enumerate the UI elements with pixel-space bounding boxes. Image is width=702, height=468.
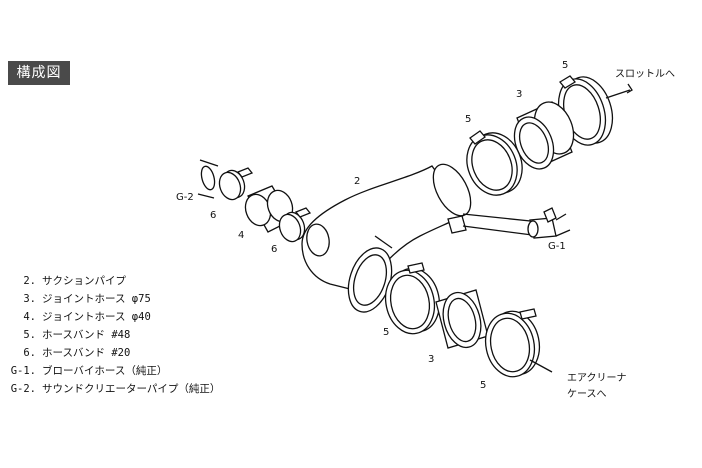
label-6-left: 6: [210, 210, 216, 221]
label-5-aircleaner: 5: [480, 380, 486, 391]
legend-item: 6.ホースバンド #20: [23, 347, 131, 359]
hose-band-6-left: [218, 167, 254, 201]
joint-hose-3-bottom: [435, 289, 489, 349]
label-2: 2: [354, 176, 360, 187]
label-3-bottom: 3: [428, 354, 434, 365]
legend-item: 4.ジョイントホース φ40: [23, 311, 151, 323]
callout-aircleaner-line1: エアクリーナ: [567, 372, 627, 384]
hose-band-6-right: [278, 207, 312, 243]
parts-legend: 2.サクションパイプ 3.ジョイントホース φ75 4.ジョイントホース φ40…: [6, 272, 221, 398]
hose-band-5-bottom-inner: [384, 262, 441, 335]
sound-creator-pipe-g2: [197, 159, 219, 199]
legend-item: G-1.ブローバイホース（純正）: [10, 365, 168, 377]
label-5-bottom-inner: 5: [383, 327, 389, 338]
legend-item: 3.ジョイントホース φ75: [23, 293, 151, 305]
label-g1: G-1: [548, 241, 566, 252]
legend-item: 2.サクションパイプ: [23, 275, 126, 287]
part-number-labels: 2 3 3 4 5 5 5 5 6 6 G-1 G-2: [176, 60, 568, 391]
label-3-top: 3: [516, 89, 522, 100]
label-6-right: 6: [271, 244, 277, 255]
destination-callouts: スロットルへ エアクリーナ ケースへ: [567, 69, 675, 400]
label-g2: G-2: [176, 192, 194, 203]
diagram-title-badge: 構成図: [8, 61, 70, 85]
label-5-throttle: 5: [562, 60, 568, 71]
hose-band-5-aircleaner: [484, 308, 541, 378]
hose-band-5-top-inner: [466, 130, 523, 196]
blowby-hose-g1: [462, 207, 571, 239]
legend-item: 5.ホースバンド #48: [23, 329, 131, 341]
joint-hose-3-top: [513, 101, 575, 170]
callout-throttle: スロットルへ: [615, 69, 675, 80]
legend-item: G-2.サウンドクリエーターパイプ（純正）: [10, 383, 221, 395]
callout-aircleaner-line2: ケースへ: [567, 388, 607, 400]
label-4: 4: [238, 230, 244, 241]
label-5-top-inner: 5: [465, 114, 471, 125]
